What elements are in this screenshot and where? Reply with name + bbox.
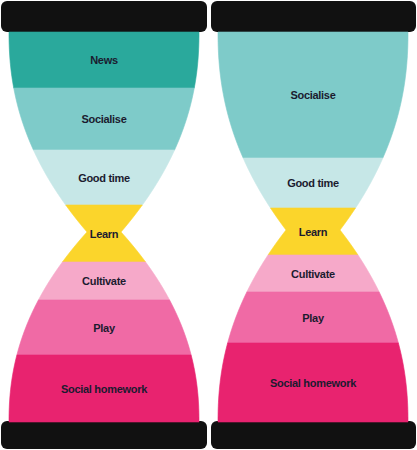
- band-fill: [62, 205, 145, 262]
- band-label: Good time: [287, 177, 339, 189]
- band-label: Social homework: [61, 383, 147, 395]
- hourglass-band: Cultivate: [218, 255, 408, 292]
- band-fill: [218, 343, 408, 422]
- hourglass-band: News: [9, 32, 199, 88]
- hourglass-band: Play: [9, 300, 199, 355]
- hourglass-band: Learn: [218, 208, 408, 255]
- band-fill: [17, 300, 191, 355]
- band-fill: [243, 158, 383, 208]
- hourglass-band: Social homework: [9, 355, 199, 422]
- hourglass-band: Socialise: [9, 88, 199, 150]
- band-fill: [9, 32, 199, 88]
- band-label: Play: [302, 312, 323, 324]
- band-label: Socialise: [82, 113, 127, 125]
- band-fill: [268, 208, 358, 255]
- hourglass-cap: [1, 421, 207, 449]
- band-label: Socialise: [291, 89, 336, 101]
- band-fill: [38, 262, 169, 300]
- hourglass-band: Learn: [9, 205, 199, 262]
- band-fill: [218, 32, 408, 158]
- hourglass-band: Good time: [9, 150, 199, 205]
- hourglass-band: Good time: [218, 158, 408, 208]
- band-label: Cultivate: [82, 275, 126, 287]
- hourglass-band: Play: [218, 292, 408, 343]
- hourglass-band: Socialise: [218, 32, 408, 158]
- band-fill: [228, 292, 399, 343]
- hourglass-cap: [211, 1, 416, 32]
- hourglass-band: Cultivate: [9, 262, 199, 300]
- hourglass-band: Social homework: [218, 343, 408, 422]
- band-label: Good time: [78, 172, 130, 184]
- band-label: Cultivate: [291, 268, 335, 280]
- hourglass-cap: [211, 421, 416, 449]
- band-fill: [14, 88, 195, 150]
- band-label: Learn: [90, 228, 118, 240]
- band-fill: [33, 150, 174, 205]
- hourglass-cap: [1, 1, 207, 32]
- band-fill: [247, 255, 379, 292]
- band-label: News: [90, 54, 118, 66]
- band-label: Learn: [299, 226, 327, 238]
- band-label: Social homework: [270, 377, 356, 389]
- band-fill: [9, 355, 199, 422]
- band-label: Play: [93, 322, 114, 334]
